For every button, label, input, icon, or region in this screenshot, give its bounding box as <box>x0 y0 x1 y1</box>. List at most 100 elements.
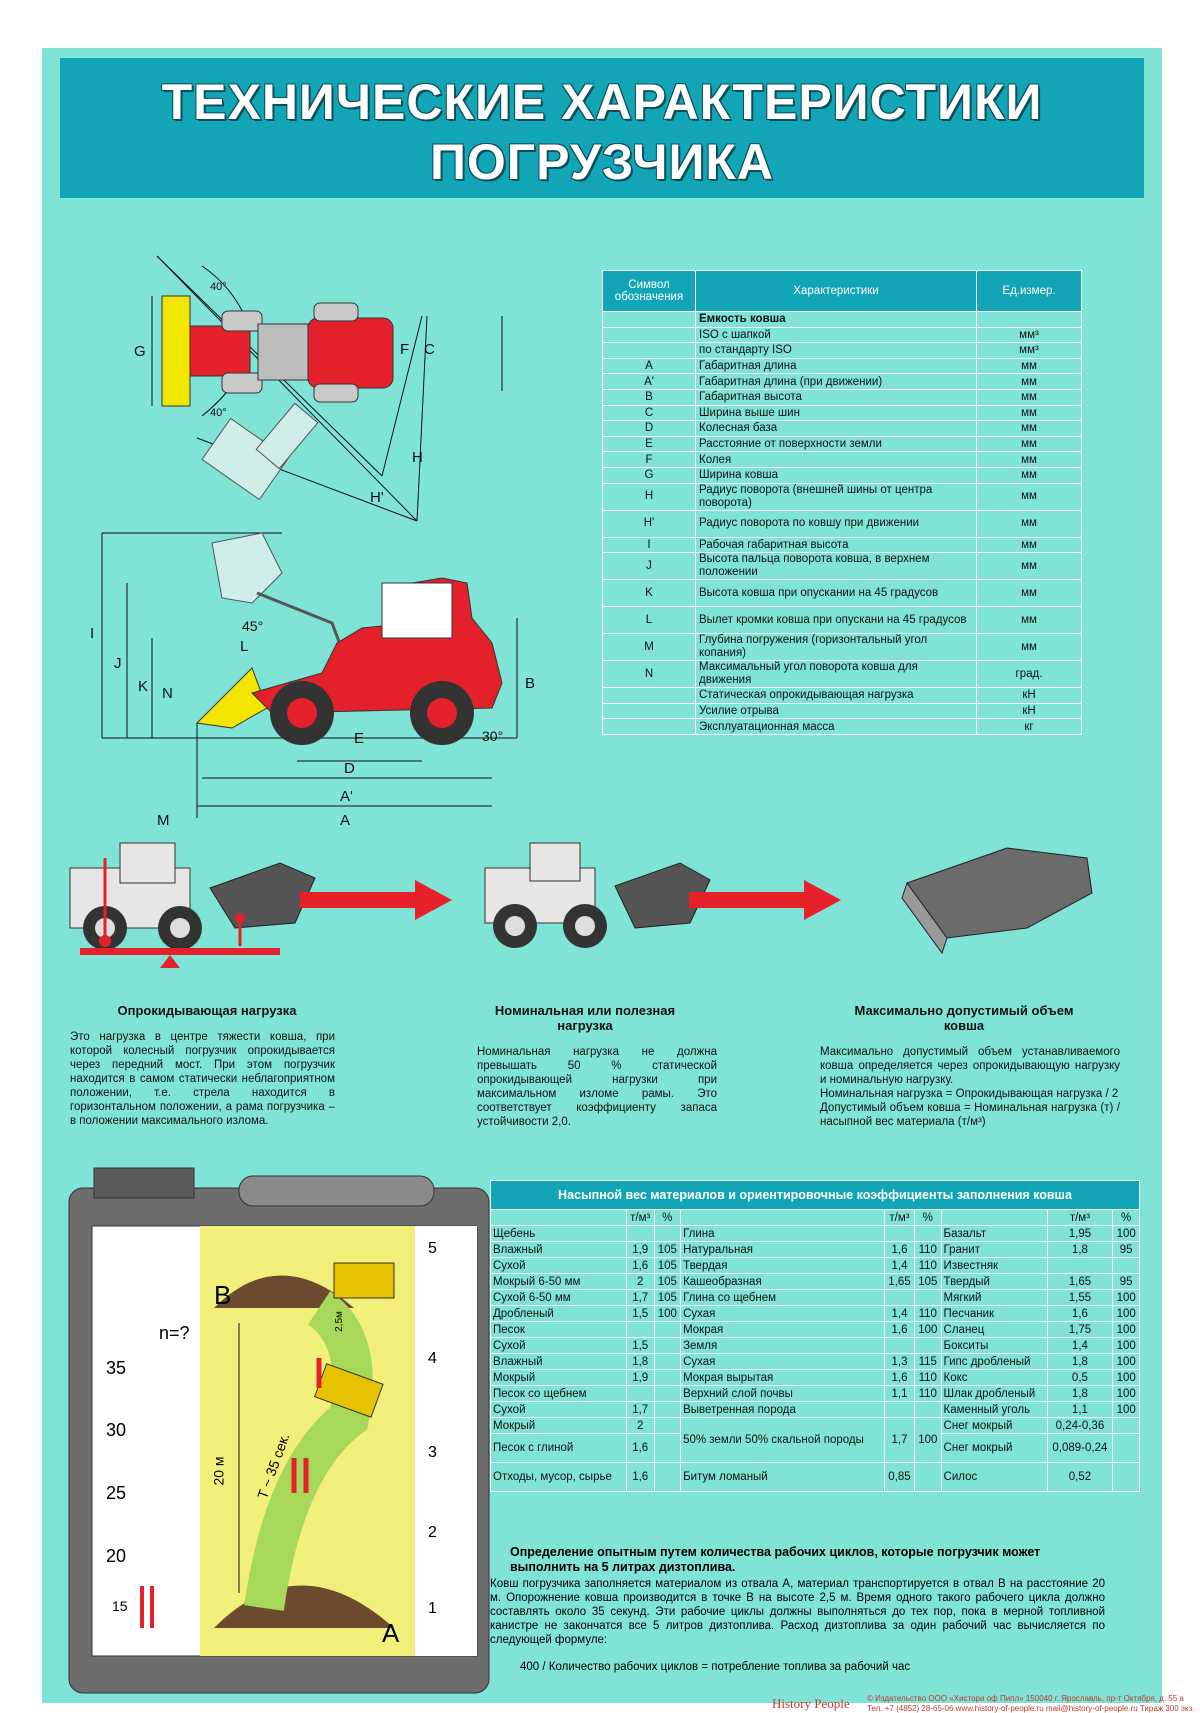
material-fill <box>653 1321 682 1338</box>
material-name: Щебень <box>490 1225 627 1242</box>
material-density: 0,089-0,24 <box>1046 1433 1114 1463</box>
material-density <box>883 1337 916 1354</box>
spec-symbol: A' <box>602 373 696 390</box>
material-density: 1,6 <box>625 1462 655 1492</box>
material-density: 1,6 <box>883 1241 916 1258</box>
footer-line-2: Тел. +7 (4852) 28-65-06 www.history-of-p… <box>867 1704 1195 1713</box>
material-fill: 115 <box>914 1353 942 1370</box>
material-fill <box>653 1353 682 1370</box>
spec-symbol <box>602 311 696 328</box>
tank-scale-25: 25 <box>106 1483 127 1503</box>
label-c: C <box>424 341 435 358</box>
caption-title-max-bucket: Максимально допустимый объем ковша <box>854 1003 1074 1033</box>
spec-description: Максимальный угол поворота ковша для дви… <box>695 660 977 689</box>
label-a: A <box>340 812 350 829</box>
material-fill: 100 <box>1112 1401 1140 1418</box>
unit-header: % <box>1112 1209 1140 1226</box>
material-density: 1,95 <box>1046 1225 1114 1242</box>
tank-scale-35: 35 <box>106 1358 127 1378</box>
material-fill: 100 <box>1112 1305 1140 1322</box>
material-name: Песок с глиной <box>490 1433 627 1463</box>
material-density: 1,8 <box>1046 1353 1114 1370</box>
label-k: K <box>138 678 148 695</box>
spec-symbol: H' <box>602 509 696 538</box>
spec-symbol: D <box>602 420 696 437</box>
spec-unit: мм <box>976 466 1082 484</box>
spec-unit: мм <box>976 388 1082 406</box>
spec-symbol: H <box>602 482 696 511</box>
material-density <box>883 1225 916 1242</box>
rated-load-illustration <box>484 842 711 948</box>
spec-description: Колея <box>695 451 977 468</box>
spec-symbol: B <box>602 388 696 406</box>
material-name: Влажный <box>490 1241 627 1258</box>
material-fill <box>1112 1257 1140 1274</box>
material-density: 1,1 <box>1046 1401 1114 1418</box>
material-name: Дробленый <box>490 1305 627 1322</box>
label-angle-45: 45° <box>242 618 263 634</box>
material-fill: 100 <box>1112 1369 1140 1386</box>
spec-unit: мм <box>976 482 1082 511</box>
material-name: Кокс <box>940 1369 1048 1386</box>
angle-label-top: 40° <box>210 281 227 293</box>
label-j: J <box>114 655 122 672</box>
material-name: Мокрая <box>680 1321 885 1338</box>
unit-header: т/м³ <box>883 1209 916 1226</box>
material-name: Гранит <box>940 1241 1048 1258</box>
label-m: M <box>157 812 170 829</box>
caption-title-rated-load: Номинальная или полезная нагрузка <box>494 1003 676 1033</box>
caption-max-bucket-block: Максимально допустимый объем устанавлива… <box>820 1045 1120 1129</box>
material-fill: 100 <box>1112 1321 1140 1338</box>
label-e: E <box>354 730 364 747</box>
tank-level-2: 2 <box>428 1524 437 1541</box>
material-density: 1,1 <box>883 1385 916 1402</box>
spec-description: Статическая опрокидывающая нагрузка <box>695 687 977 704</box>
spec-unit: мм <box>976 451 1082 468</box>
material-fill: 105 <box>653 1241 682 1258</box>
fuel-tank-graphic <box>68 1167 490 1694</box>
spec-header-symbol: Символ обозначения <box>602 270 696 312</box>
material-fill: 95 <box>1112 1241 1140 1258</box>
label-h-prime: H' <box>370 489 384 506</box>
material-fill: 100 <box>653 1305 682 1322</box>
material-density: 1,4 <box>883 1305 916 1322</box>
caption-formula-2: Допустимый объем ковша = Номинальная наг… <box>820 1102 1120 1128</box>
cycles-section: Определение опытным путем количества раб… <box>490 1545 1105 1673</box>
material-density: 1,3 <box>883 1353 916 1370</box>
material-fill: 105 <box>653 1257 682 1274</box>
material-density: 1,5 <box>625 1337 655 1354</box>
material-density: 1,8 <box>625 1353 655 1370</box>
material-density: 0,24-0,36 <box>1046 1417 1114 1434</box>
spec-unit: мм <box>976 373 1082 390</box>
material-fill: 105 <box>653 1273 682 1290</box>
material-density: 1,7 <box>625 1289 655 1306</box>
spec-description: Высота ковша при опускании на 45 градусо… <box>695 579 977 608</box>
material-name: Верхний слой почвы <box>680 1385 885 1402</box>
material-density: 1,8 <box>1046 1385 1114 1402</box>
spec-description: ISO с шапкой <box>695 326 977 344</box>
material-name: Мокрый <box>490 1369 627 1386</box>
tank-scale-20: 20 <box>106 1546 127 1566</box>
material-density: 1,8 <box>1046 1241 1114 1258</box>
tank-height-label: 2,5м <box>333 1311 345 1332</box>
material-name: Сухой <box>490 1401 627 1418</box>
caption-text-rated-load: Номинальная нагрузка не должна превышать… <box>477 1046 717 1128</box>
spec-description: Усилие отрыва <box>695 702 977 720</box>
spec-unit: мм <box>976 552 1082 581</box>
cycles-title: Определение опытным путем количества раб… <box>510 1545 1041 1574</box>
spec-unit: кН <box>976 702 1082 720</box>
material-fill <box>653 1462 682 1492</box>
tank-pile-b: B <box>214 1280 232 1310</box>
spec-symbol: L <box>602 606 696 635</box>
